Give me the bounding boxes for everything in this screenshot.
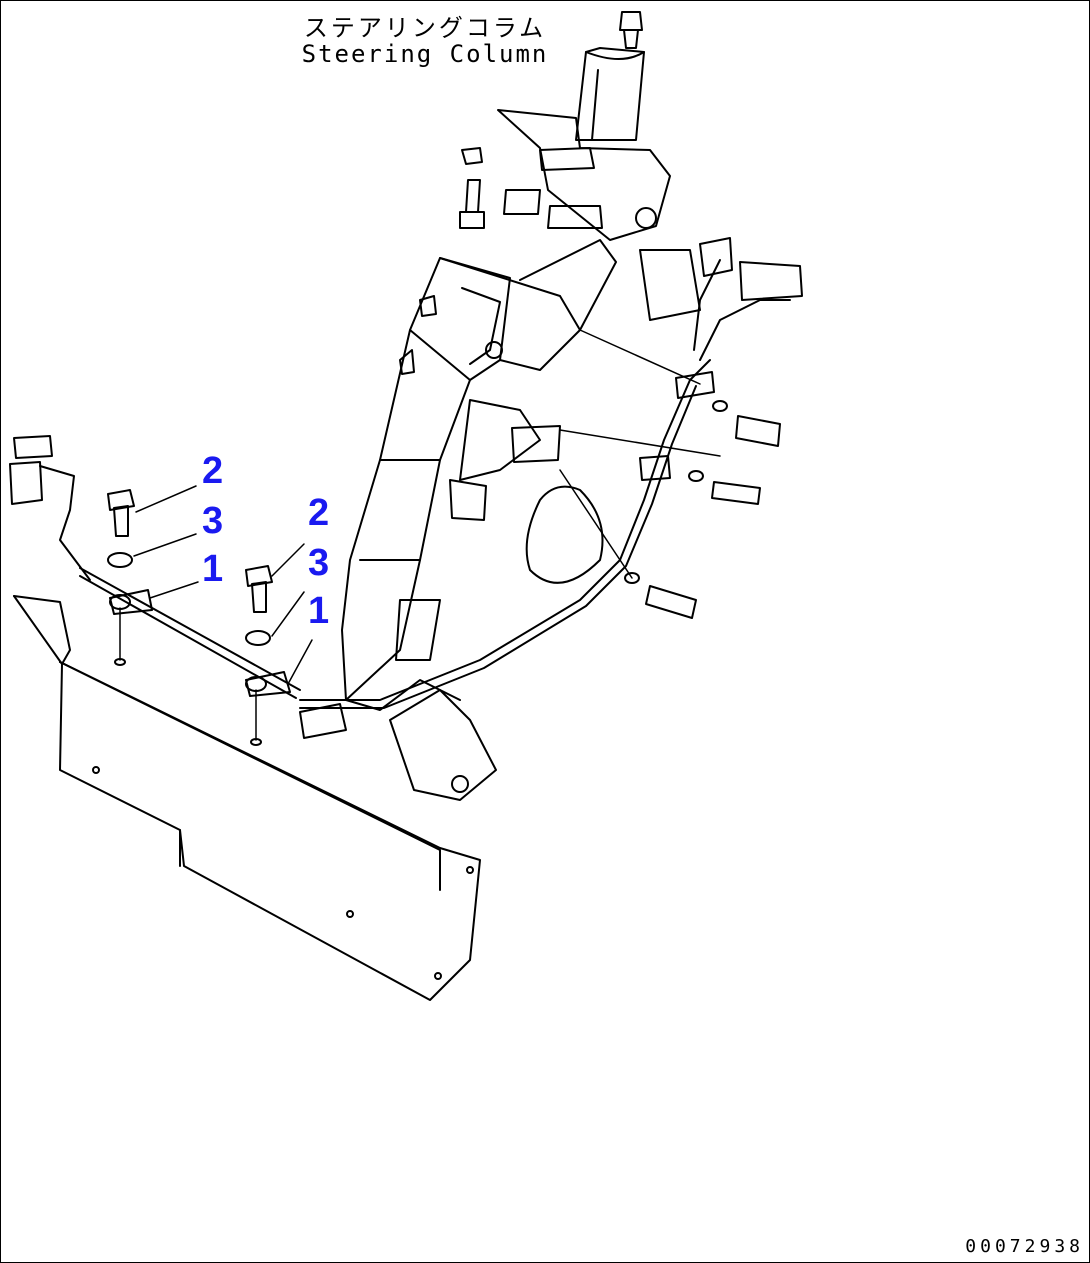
cover-panel xyxy=(13,567,481,1001)
title-english: Steering Column xyxy=(301,40,549,68)
lower-bracket xyxy=(299,689,497,801)
callout-1-left: 1 xyxy=(202,548,224,590)
callout-1-right: 1 xyxy=(308,590,330,632)
leader-lines xyxy=(133,485,313,685)
clamp-right xyxy=(245,671,291,746)
drawing-code: 00072938 xyxy=(965,1236,1084,1257)
callout-2-right: 2 xyxy=(308,492,330,534)
steering-shaft xyxy=(575,11,645,141)
column-body xyxy=(341,239,617,711)
right-fasteners xyxy=(559,329,781,619)
clamp-left xyxy=(109,589,153,666)
left-connector xyxy=(9,435,91,581)
bolt-right xyxy=(245,565,273,646)
callout-2-left: 2 xyxy=(202,450,224,492)
callout-3-left: 3 xyxy=(202,500,224,542)
title-japanese: ステアリングコラム xyxy=(303,14,547,42)
bolt-left xyxy=(107,489,135,568)
upper-bracket xyxy=(459,109,671,241)
callout-3-right: 3 xyxy=(308,542,330,584)
